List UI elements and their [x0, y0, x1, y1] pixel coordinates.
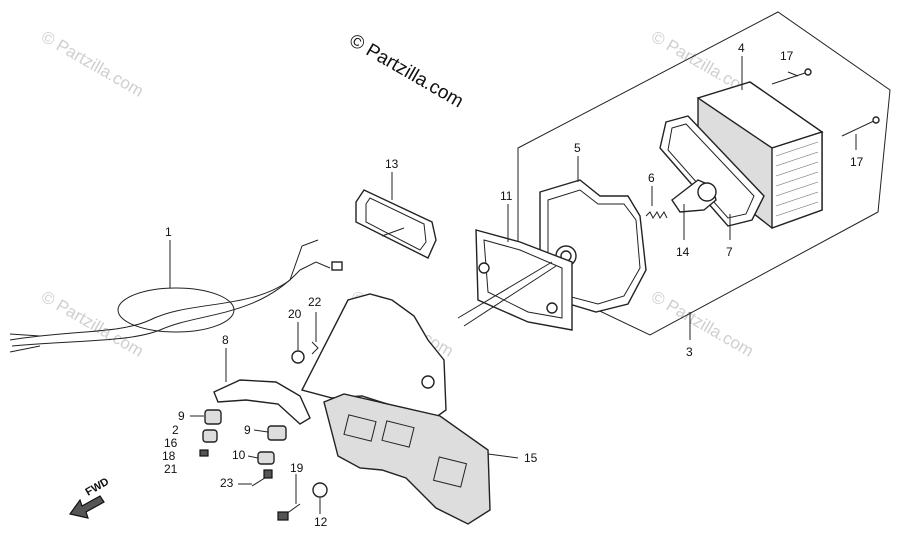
collar-16: [202, 429, 218, 443]
callout-4: 4: [738, 41, 745, 55]
callout-3: 3: [686, 345, 693, 359]
collars-9: [204, 409, 287, 441]
lens-gasket: [659, 115, 765, 227]
nut-12: [312, 482, 328, 498]
callout-7: 7: [726, 245, 733, 259]
callout-9a: 9: [178, 409, 185, 423]
watermark: © Partzilla.com: [648, 287, 757, 361]
callout-11: 11: [500, 189, 513, 203]
callout-2: 2: [172, 423, 179, 437]
clip-22: [311, 341, 319, 355]
callout-17a: 17: [780, 49, 794, 63]
callout-9b: 9: [244, 423, 251, 437]
callout-10: 10: [232, 448, 246, 462]
bolt-23: [251, 469, 273, 487]
spring: [645, 211, 668, 219]
watermark: © Partzilla.com: [38, 27, 147, 101]
callout-13: 13: [385, 157, 399, 171]
screws-17: [771, 68, 880, 137]
callouts: 1 4 17 17 5 6 14 7 11 13 3 20 22 8 9 2 1…: [162, 41, 864, 529]
reflector-bracket: [213, 379, 311, 425]
wire-harness: [9, 239, 343, 353]
base-gasket: [475, 229, 573, 331]
fwd-arrow: FWD: [68, 476, 112, 519]
callout-14: 14: [676, 245, 690, 259]
callout-15: 15: [524, 451, 538, 465]
collar-10: [257, 451, 275, 465]
leader-lines: [169, 56, 857, 514]
callout-8: 8: [222, 333, 229, 347]
callout-22: 22: [308, 295, 322, 309]
license-bracket: [300, 293, 491, 525]
callout-18: 18: [162, 449, 176, 463]
callout-6: 6: [648, 171, 655, 185]
bolt-19: [277, 503, 301, 521]
callout-21: 21: [164, 462, 178, 476]
callout-1: 1: [165, 225, 172, 239]
callout-17b: 17: [850, 155, 864, 169]
grommet-20: [291, 350, 305, 364]
callout-12: 12: [314, 515, 328, 529]
fwd-label: FWD: [84, 476, 112, 499]
callout-19: 19: [290, 461, 304, 475]
callout-23: 23: [220, 476, 234, 490]
license-lamp-lens: [355, 189, 437, 259]
taillight-lens: [696, 81, 824, 229]
callout-20: 20: [288, 307, 302, 321]
nut-18: [199, 449, 209, 457]
callout-5: 5: [574, 141, 581, 155]
bulb: [671, 179, 717, 213]
callout-16: 16: [164, 436, 178, 450]
brand-text: © Partzilla.com: [346, 30, 467, 112]
base-wires: [457, 261, 557, 327]
